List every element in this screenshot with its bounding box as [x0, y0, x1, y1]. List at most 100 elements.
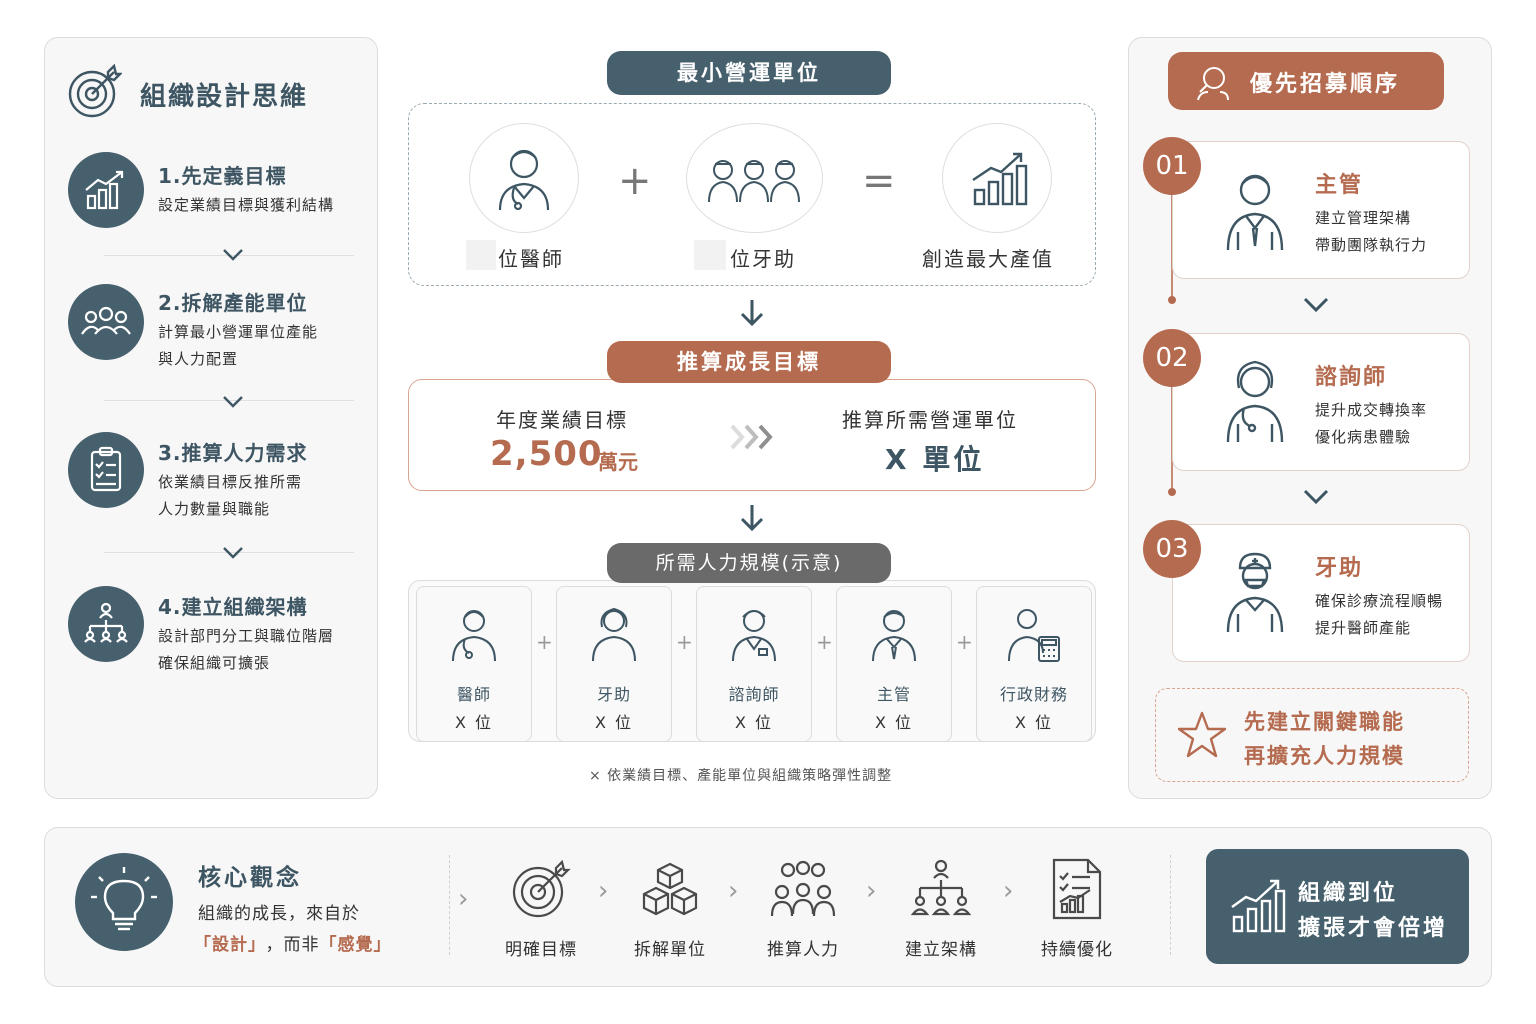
value-circle [942, 123, 1052, 233]
step-2-desc-2: 與人力配置 [158, 350, 239, 368]
bottom-step-label: 推算人力 [767, 940, 839, 960]
recruit-item-desc-1: 提升成交轉換率 [1315, 401, 1428, 419]
admin-calculator-icon [1005, 603, 1065, 663]
chevron-right-icon: › [866, 876, 877, 906]
summary-banner: 組織到位 擴張才會倍增 [1206, 849, 1469, 964]
footnote: × 依業績目標、產能單位與組織策略彈性調整 [589, 768, 893, 784]
chevron-right-icon: › [1003, 876, 1014, 906]
role-count: X 位 [874, 713, 914, 732]
target-icon [508, 858, 572, 922]
assistants-circle [686, 123, 823, 233]
recruit-card-consultant [1172, 333, 1470, 471]
people-group-icon [768, 858, 838, 922]
core-line-1: 組織的成長，來自於 [198, 904, 360, 924]
left-panel-title: 組織設計思維 [140, 82, 309, 112]
key-note-line-1: 先建立關鍵職能 [1244, 710, 1405, 734]
assistant-icon [587, 603, 641, 663]
key-note-box [1155, 688, 1469, 782]
role-name: 行政財務 [999, 685, 1068, 704]
recruit-item-title: 主管 [1315, 173, 1364, 198]
step-2-desc-1: 計算最小營運單位產能 [158, 323, 319, 341]
role-card-doctor: 醫師 X 位 [416, 586, 532, 742]
annual-target-unit: 萬元 [598, 450, 638, 474]
recruit-card-assistant [1172, 524, 1470, 662]
doctor-label: 位醫師 [498, 247, 564, 271]
step-3-desc-1: 依業績目標反推所需 [158, 473, 303, 491]
bottom-step-label: 建立架構 [905, 940, 977, 960]
step-1-title: 1.先定義目標 [158, 164, 287, 188]
doctor-circle [469, 123, 579, 233]
chevron-down-icon [222, 546, 244, 560]
step-1-desc: 設定業績目標與獲利結構 [158, 196, 335, 214]
bottom-step-label: 持續優化 [1041, 940, 1113, 960]
dental-assistant-icon [1222, 548, 1288, 634]
core-title: 核心觀念 [198, 865, 302, 891]
recruit-card-manager [1172, 141, 1470, 279]
timeline-dot [1168, 488, 1176, 496]
consultant-icon [727, 603, 781, 663]
required-units-value: X 單位 [885, 443, 985, 476]
role-card-consultant: 諮詢師 X 位 [696, 586, 812, 742]
recruit-item-title: 諮詢師 [1315, 365, 1388, 390]
manpower-title-pill: 所需人力規模(示意) [607, 543, 891, 583]
recruit-item-desc-2: 提升醫師產能 [1315, 619, 1412, 637]
chevron-right-icon: › [598, 876, 609, 906]
role-card-manager: 主管 X 位 [836, 586, 952, 742]
vertical-divider [1170, 855, 1171, 955]
triple-chevron-icon [728, 422, 776, 452]
chevron-down-icon [222, 395, 244, 409]
order-badge: 01 [1143, 137, 1201, 195]
manager-icon [1222, 166, 1288, 252]
equals-sign: = [862, 158, 896, 204]
chevron-down-icon [1303, 297, 1329, 313]
manager-icon [867, 603, 921, 663]
step-2-title: 2.拆解產能單位 [158, 291, 308, 315]
role-card-assistant: 牙助 X 位 [556, 586, 672, 742]
org-chart-icon [68, 586, 144, 662]
role-count: X 位 [594, 713, 634, 732]
key-note-line-2: 再擴充人力規模 [1244, 744, 1405, 768]
core-line-2: 「設計」 ，而非「感覺」 [194, 930, 392, 955]
timeline-dot [1168, 296, 1176, 304]
step-3-desc-2: 人力數量與職能 [158, 500, 271, 518]
report-icon [1046, 856, 1106, 922]
bottom-step-label: 明確目標 [505, 940, 577, 960]
feeling-keyword: 「感覺」 [319, 935, 392, 955]
chevron-down-icon [1303, 489, 1329, 505]
plus-sign: + [676, 630, 693, 654]
role-count: X 位 [454, 713, 494, 732]
chevron-right-icon: › [728, 876, 739, 906]
required-units-label: 推算所需營運單位 [842, 408, 1018, 432]
lightbulb-icon [75, 853, 173, 951]
arrow-down-icon [738, 298, 766, 328]
order-badge: 03 [1143, 520, 1201, 578]
plus-sign: + [816, 630, 833, 654]
boxes-icon [638, 858, 702, 922]
blank-count-box [694, 240, 726, 270]
value-label: 創造最大產值 [922, 247, 1054, 271]
unit-title-pill: 最小營運單位 [607, 51, 891, 95]
role-name: 主管 [876, 685, 911, 704]
design-keyword: 「設計」 [194, 935, 258, 955]
step-3-title: 3.推算人力需求 [158, 441, 308, 465]
star-icon [1176, 710, 1228, 760]
chevron-right-icon: › [458, 884, 469, 914]
core-connector: ，而非 [265, 935, 320, 955]
recruit-item-desc-2: 帶動團隊執行力 [1315, 236, 1428, 254]
step-4-desc-2: 確保組織可擴張 [158, 654, 271, 672]
role-count: X 位 [1014, 713, 1054, 732]
order-badge: 02 [1143, 329, 1201, 387]
recruit-item-desc-1: 確保診療流程順暢 [1315, 592, 1444, 610]
role-name: 醫師 [456, 685, 491, 704]
annual-target-value: 2,500 [490, 434, 603, 474]
role-count: X 位 [734, 713, 774, 732]
plus-sign: + [618, 158, 652, 204]
annual-target-label: 年度業績目標 [496, 408, 628, 432]
bottom-step-label: 拆解單位 [634, 940, 706, 960]
summary-line-2: 擴張才會倍增 [1298, 916, 1449, 941]
recruit-item-desc-2: 優化病患體驗 [1315, 428, 1412, 446]
recruiter-icon [1194, 62, 1232, 102]
recruit-title-pill: 優先招募順序 [1168, 52, 1444, 110]
vertical-divider [449, 855, 450, 955]
plus-sign: + [536, 630, 553, 654]
